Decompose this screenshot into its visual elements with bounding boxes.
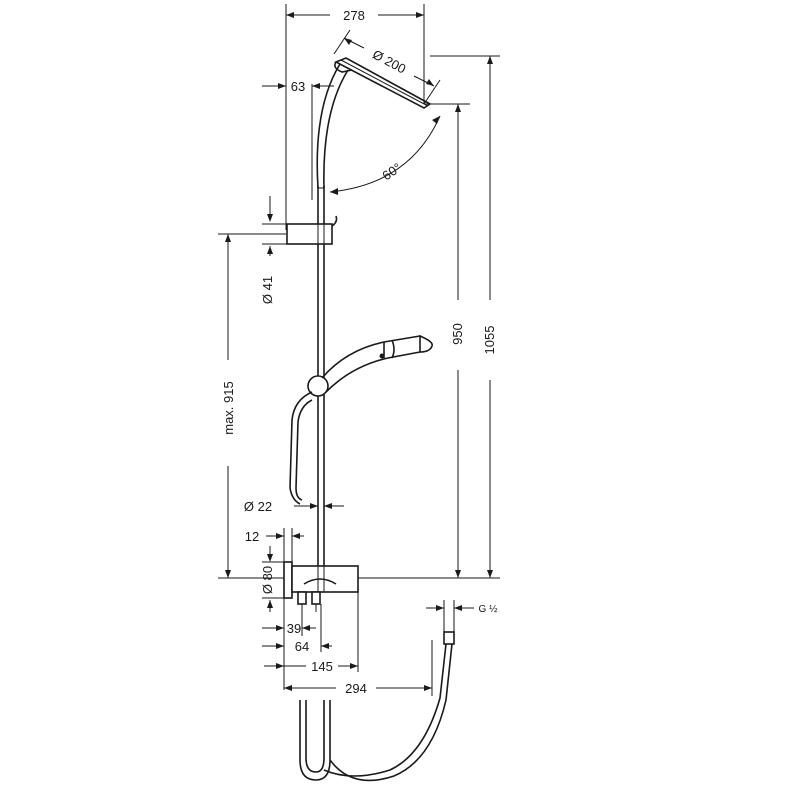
hand-shower [307, 334, 434, 397]
shower-arm [316, 63, 349, 189]
label-holder-diameter: Ø 41 [260, 276, 275, 304]
dim-wall-plate: 12 [245, 528, 304, 566]
dim-depth-64: 64 [262, 604, 332, 654]
dim-angle: 60° [329, 115, 441, 195]
shower-product-outline [283, 57, 455, 782]
dim-rail-diameter: Ø 22 [244, 499, 344, 514]
label-rail-height: 950 [450, 323, 465, 345]
dim-total-height: 1055 [430, 55, 500, 578]
lower-hose [299, 631, 455, 782]
rail-holder [286, 215, 338, 245]
label-offset-top: 63 [291, 79, 305, 94]
label-wall-plate: 12 [245, 529, 259, 544]
dim-width-top: 278 [285, 4, 425, 230]
dim-hose-thread: G ½ [426, 600, 498, 632]
label-hose-thread: G ½ [479, 604, 499, 615]
dim-depth-39: 39 [262, 598, 316, 690]
valve-block [283, 561, 359, 612]
dim-valve-diameter: Ø 80 [260, 546, 284, 612]
dim-holder-diameter: Ø 41 [260, 196, 287, 304]
label-depth-145: 145 [311, 659, 333, 674]
dim-rail-height: 950 [358, 103, 500, 579]
label-width-top: 278 [343, 8, 365, 23]
label-angle: 60° [379, 160, 404, 183]
dim-depth-294: 294 [284, 640, 433, 696]
label-max-height: max. 915 [221, 381, 236, 434]
label-valve-diameter: Ø 80 [260, 566, 275, 594]
dim-offset-top: 63 [262, 79, 334, 200]
label-depth-64: 64 [295, 639, 309, 654]
label-depth-294: 294 [345, 681, 367, 696]
dim-depth-145: 145 [264, 592, 359, 674]
label-total-height: 1055 [482, 326, 497, 355]
label-head-diameter: Ø 200 [370, 47, 408, 77]
shower-hose [289, 391, 313, 505]
label-depth-39: 39 [287, 621, 301, 636]
label-rail-diameter: Ø 22 [244, 499, 272, 514]
dim-max-height: max. 915 [218, 233, 286, 579]
